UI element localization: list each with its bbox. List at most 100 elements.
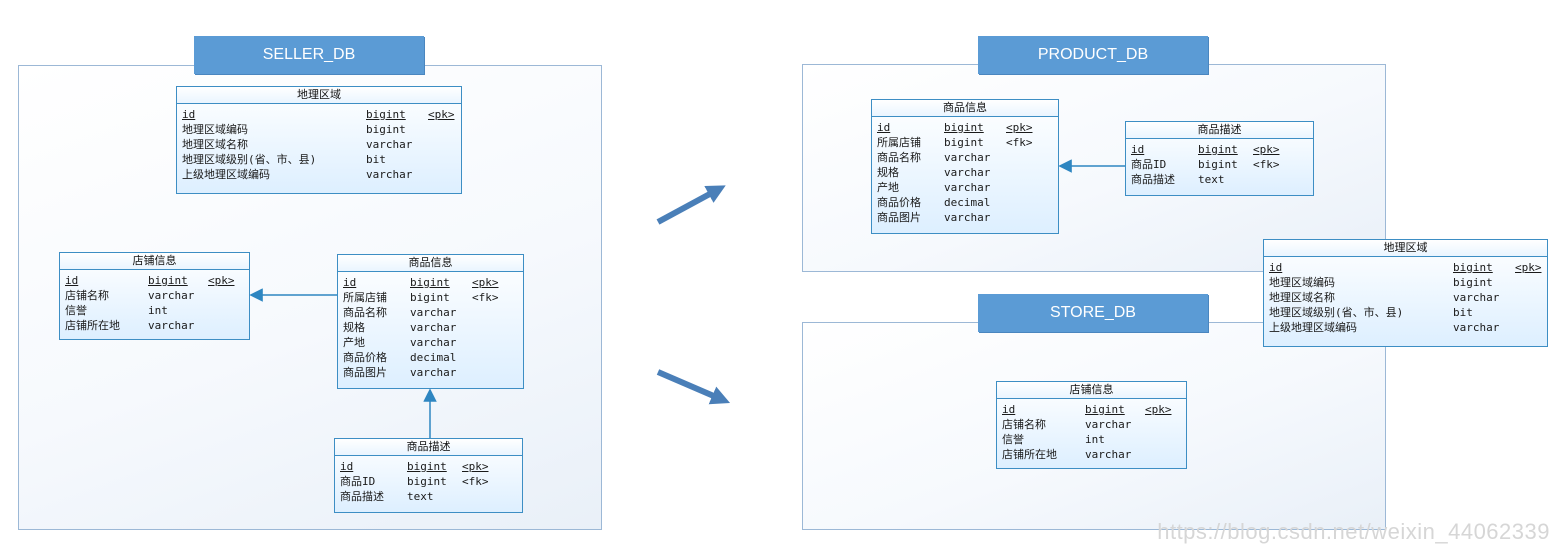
field-name: 所属店铺 [877,136,921,149]
field-type: bigint [148,274,188,287]
entity-field-row: 上级地理区域编码 varchar [1269,320,1542,335]
field-type: bigint [407,460,447,473]
field-name: 信誉 [65,304,87,317]
field-type: varchar [1453,321,1500,334]
field-name: 地理区域名称 [1269,291,1335,304]
field-name: 商品图片 [343,366,387,379]
migration-arrow-down [656,369,731,405]
field-key: <pk> [1515,261,1542,274]
field-type: bigint [410,291,450,304]
field-type: bigint [1198,158,1238,171]
field-name: 规格 [877,166,899,179]
entity-field-row: 商品价格 decimal [877,195,1053,210]
field-name: 地理区域级别(省、市、县) [1269,306,1404,319]
field-type: decimal [944,196,991,209]
field-type: varchar [410,336,457,349]
field-name: 上级地理区域编码 [1269,321,1357,334]
entity-title: 商品描述 [1126,122,1313,139]
entity-field-row: id bigint <pk> [65,273,244,288]
field-type: bigint [1085,403,1125,416]
field-name: 店铺所在地 [1002,448,1057,461]
field-type: varchar [944,181,991,194]
field-type: text [1198,173,1225,186]
field-key: <pk> [428,108,455,121]
field-type: varchar [410,306,457,319]
field-key: <fk> [1006,136,1033,149]
field-name: id [1269,261,1283,274]
field-type: text [407,490,434,503]
entity-field-row: 产地 varchar [877,180,1053,195]
field-type: bigint [1453,261,1493,274]
field-type: varchar [410,321,457,334]
entity-field-row: 商品名称 varchar [343,305,518,320]
field-key: <pk> [462,460,489,473]
entity-field-row: id bigint <pk> [182,107,456,122]
entity-field-row: 信誉 int [1002,432,1181,447]
field-name: 商品价格 [877,196,921,209]
field-key: <pk> [1145,403,1172,416]
entity-title: 店铺信息 [60,253,249,270]
field-type: bigint [407,475,447,488]
field-name: 商品名称 [343,306,387,319]
entity-field-row: 所属店铺 bigint <fk> [877,135,1053,150]
field-type: bigint [1198,143,1238,156]
field-type: varchar [1085,418,1132,431]
watermark: https://blog.csdn.net/weixin_44062339 [1157,519,1550,544]
entity-title: 商品描述 [335,439,522,456]
field-key: <fk> [472,291,499,304]
entity-title: 商品信息 [338,255,523,272]
field-key: <pk> [208,274,235,287]
field-name: id [65,274,79,287]
field-name: id [182,108,196,121]
field-name: 产地 [343,336,365,349]
entity-field-row: id bigint <pk> [1002,402,1181,417]
entity-field-row: 商品图片 varchar [343,365,518,380]
field-type: int [1085,433,1105,446]
entity-field-row: 产地 varchar [343,335,518,350]
field-name: 地理区域级别(省、市、县) [182,153,317,166]
product-db-label: PRODUCT_DB [978,36,1208,74]
field-key: <pk> [1253,143,1280,156]
field-type: varchar [148,289,195,302]
field-name: 商品图片 [877,211,921,224]
field-name: 商品ID [340,475,376,488]
field-type: varchar [366,168,413,181]
field-type: varchar [410,366,457,379]
field-type: bigint [1453,276,1493,289]
field-type: varchar [148,319,195,332]
field-key: <pk> [1006,121,1033,134]
field-type: bigint [944,121,984,134]
field-name: 信誉 [1002,433,1024,446]
field-key: <fk> [1253,158,1280,171]
field-name: id [1002,403,1016,416]
entity-field-row: id bigint <pk> [340,459,517,474]
field-type: bigint [944,136,984,149]
field-type: bigint [366,108,406,121]
field-name: id [340,460,354,473]
field-name: 产地 [877,181,899,194]
